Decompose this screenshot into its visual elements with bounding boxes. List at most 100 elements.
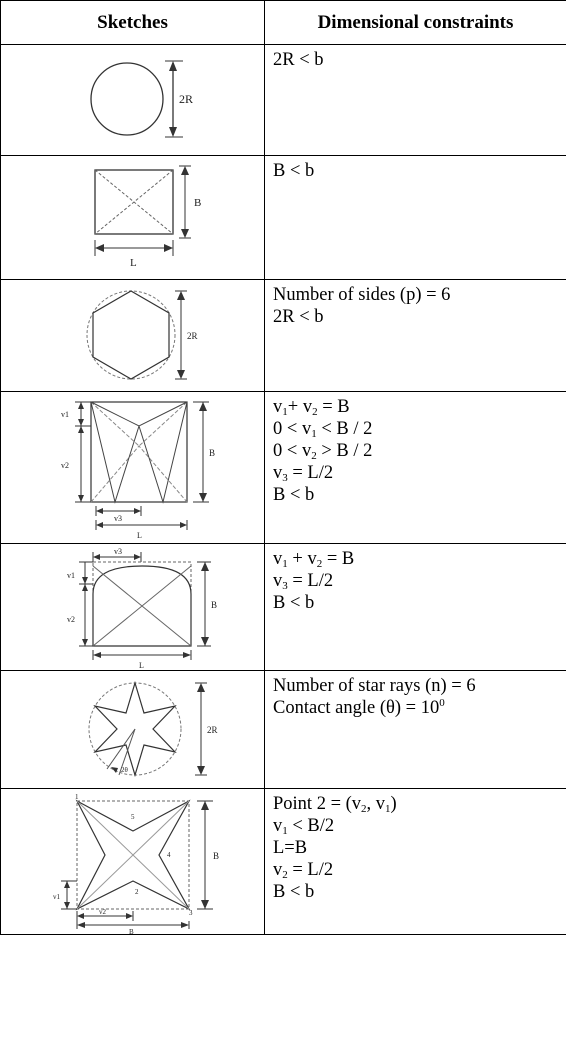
sketch-label: 2 — [135, 888, 139, 896]
subscript: 2 — [282, 869, 288, 881]
variable-symbol: v — [302, 397, 313, 417]
variable-symbol: v — [273, 463, 283, 483]
table-row: v3 v1 v2 B — [0, 543, 566, 671]
constraint-text: + — [287, 397, 303, 417]
sketch-label: B — [211, 600, 217, 610]
constraint-line: v3 = L/2 — [273, 570, 558, 592]
sketch-label: v2 — [99, 908, 107, 916]
constraints-cell: B < b — [264, 155, 566, 280]
sketch-label: v1 — [67, 571, 75, 580]
constraint-line: v3 = L/2 — [273, 462, 558, 484]
constraint-line: v1 < B/2 — [273, 815, 558, 837]
subscript: 1 — [311, 428, 317, 440]
variable-symbol: v — [273, 860, 283, 880]
sketch-cell: 2R — [0, 44, 265, 156]
constraints-cell: 2R < b — [264, 44, 566, 156]
constraint-text: = L/2 — [287, 860, 334, 880]
constraint-text: 2R < b — [273, 50, 324, 70]
sketch-label: B — [129, 928, 134, 934]
sketch-cell: v1 v2 B v3 L — [0, 391, 265, 544]
constraint-text: Point 2 = ( — [273, 794, 352, 814]
constraint-line: B < b — [273, 160, 558, 182]
sketch-label: v3 — [114, 547, 122, 556]
subscript: 2 — [361, 803, 367, 815]
sketch-cell: 1 2 3 4 5 B v1 — [0, 788, 265, 935]
variable-symbol: v — [273, 571, 283, 591]
constraint-text: < B/2 — [287, 816, 335, 836]
variable-symbol: v — [273, 549, 283, 569]
sketch-label: 3 — [189, 909, 193, 917]
constraint-text: ) — [390, 794, 397, 814]
variable-symbol: v — [301, 419, 312, 439]
sketch-cell: 2θ 2R — [0, 670, 265, 789]
table-row: B L B < b — [0, 155, 566, 280]
variable-symbol: v — [301, 441, 312, 461]
sketch-label: B — [194, 197, 201, 209]
subscript: 1 — [385, 803, 391, 815]
constraint-line: 2R < b — [273, 306, 558, 328]
sketch-label: 5 — [131, 813, 135, 821]
constraint-text: 0 < — [273, 441, 302, 461]
subscript: 1 — [282, 558, 288, 570]
constraint-line: L=B — [273, 837, 558, 859]
table-row: 2R 2R < b — [0, 44, 566, 156]
constraint-text: B < b — [273, 882, 315, 902]
subscript: 2 — [311, 450, 317, 462]
table-row: 1 2 3 4 5 B v1 — [0, 788, 566, 935]
constraint-line: B < b — [273, 484, 558, 506]
variable-symbol: v — [351, 794, 362, 814]
sketch-label: v2 — [67, 615, 75, 624]
constraint-text: 2R < b — [273, 307, 324, 327]
sketch-label: 2R — [207, 725, 218, 735]
sketch-label: v2 — [61, 461, 69, 470]
constraint-text: > B / 2 — [316, 441, 373, 461]
header-sketches: Sketches — [0, 0, 265, 45]
constraint-text: B < b — [273, 161, 315, 181]
constraint-text: = L/2 — [287, 463, 334, 483]
constraint-line: Point 2 = (v2, v1) — [273, 793, 558, 815]
sketch-label: 2R — [179, 92, 193, 106]
sketch-label: 2θ — [121, 766, 129, 774]
sketch-label: 1 — [75, 793, 79, 801]
constraint-text: + — [287, 549, 308, 569]
subscript: 3 — [282, 472, 288, 484]
constraint-text: = B — [317, 397, 350, 417]
constraint-line: Number of sides (p) = 6 — [273, 284, 558, 306]
sketch-label: B — [209, 448, 215, 458]
constraint-line: 0 < v1 < B / 2 — [273, 418, 558, 440]
constraint-line: Contact angle (θ) = 100 — [273, 697, 558, 719]
variable-symbol: v — [307, 549, 317, 569]
subscript: 1 — [282, 406, 288, 418]
sketch-label: v1 — [61, 410, 69, 419]
constraint-line: B < b — [273, 881, 558, 903]
constraint-text: L=B — [273, 838, 308, 858]
sketch-label: L — [130, 257, 137, 269]
sketch-label: L — [137, 531, 142, 540]
sketch-label: v3 — [114, 514, 122, 523]
constraint-line: v1+ v2 = B — [273, 396, 558, 418]
constraint-text: B < b — [273, 485, 315, 505]
variable-symbol: v — [273, 816, 283, 836]
constraint-line: v2 = L/2 — [273, 859, 558, 881]
constraint-line: 2R < b — [273, 49, 558, 71]
constraint-text: Contact angle (θ) = 10 — [273, 698, 440, 718]
constraint-line: B < b — [273, 592, 558, 614]
hexagon-sketch: 2R — [86, 290, 198, 380]
subscript: 3 — [282, 580, 288, 592]
header-dimensional-constraints: Dimensional constraints — [264, 0, 566, 45]
constraint-line: Number of star rays (n) = 6 — [273, 675, 558, 697]
rectangle-sketch: B L — [94, 165, 201, 269]
sketch-cell: 2R — [0, 279, 265, 392]
constraint-line: 0 < v2 > B / 2 — [273, 440, 558, 462]
table-row: v1 v2 B v3 L v1+ — [0, 391, 566, 544]
constraint-text: = B — [322, 549, 355, 569]
sketch-label: 4 — [167, 851, 171, 859]
sketch-label: v1 — [53, 893, 61, 901]
star-sketch: 2θ 2R — [88, 680, 218, 778]
